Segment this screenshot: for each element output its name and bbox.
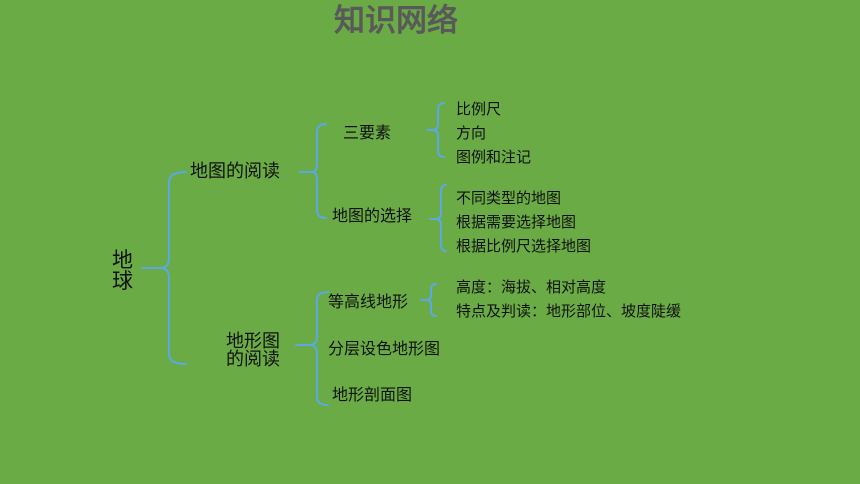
leaf-item: 图例和注记: [456, 148, 532, 166]
branch-topo-line: 地形图: [226, 331, 280, 352]
root-node: 地 球: [112, 250, 133, 292]
node-contour-map: 等高线地形: [328, 292, 409, 311]
leaf-item: 根据比例尺选择地图: [456, 237, 592, 255]
page-title: 知识网络: [334, 3, 458, 39]
node-map-selection: 地图的选择: [332, 206, 413, 225]
root-line: 球: [112, 269, 133, 293]
leaf-item: 不同类型的地图: [456, 189, 562, 207]
root-line: 地: [112, 248, 133, 272]
node-three-elements: 三要素: [343, 123, 392, 142]
map-reading-bracket: [311, 123, 327, 219]
topo-reading-bracket: [308, 291, 329, 406]
node-layered-color-map: 分层设色地形图: [328, 339, 441, 358]
root-bracket: [159, 171, 187, 365]
leaf-item: 比例尺: [456, 100, 502, 118]
selection-bracket: [435, 184, 447, 252]
branch-map-reading: 地图的阅读: [190, 161, 280, 182]
leaf-item: 特点及判读：地形部位、坡度陡缓: [456, 302, 682, 320]
branch-topo-reading: 地形图 的阅读: [226, 333, 280, 369]
elements-bracket: [431, 102, 445, 158]
node-profile-map: 地形剖面图: [332, 385, 413, 404]
leaf-item: 高度：海拔、相对高度: [456, 278, 607, 296]
leaf-item: 方向: [456, 124, 487, 142]
leaf-item: 根据需要选择地图: [456, 213, 577, 231]
branch-topo-line: 的阅读: [226, 349, 280, 370]
contour-bracket: [426, 283, 437, 317]
